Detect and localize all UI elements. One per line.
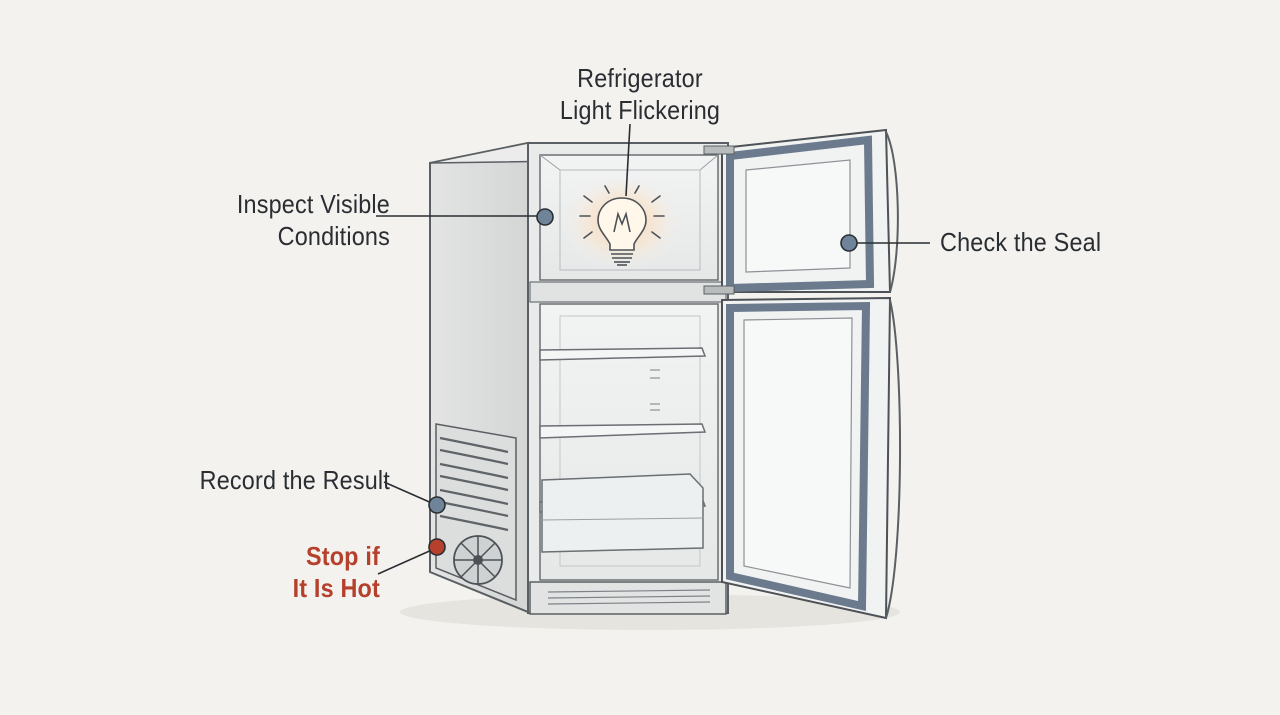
compartment-divider	[529, 281, 727, 303]
stop-line-1: Stop if	[305, 541, 380, 571]
freezer-door	[721, 128, 899, 293]
light-rays	[579, 185, 665, 239]
seal-marker	[840, 234, 858, 252]
inspect-marker	[536, 208, 554, 226]
inspect-callout: Inspect Visible Conditions	[174, 188, 390, 252]
fridge-door	[721, 296, 902, 620]
record-marker	[428, 496, 446, 514]
stop-callout: Stop if It Is Hot	[209, 540, 380, 604]
title-line-1: Refrigerator	[577, 63, 703, 93]
record-line-1: Record the Result	[199, 465, 390, 495]
seal-line-1: Check the Seal	[940, 227, 1102, 257]
seal-callout: Check the Seal	[940, 226, 1138, 258]
inspect-line-1: Inspect Visible	[236, 189, 390, 219]
stop-marker	[428, 538, 446, 556]
lightbulb-icon	[597, 197, 647, 266]
record-callout: Record the Result	[147, 464, 390, 496]
title-line-2: Light Flickering	[559, 95, 721, 125]
condenser-coils	[435, 423, 517, 602]
stop-line-2: It Is Hot	[292, 573, 380, 603]
diagram-title: Refrigerator Light Flickering	[532, 62, 748, 126]
callout-lines	[376, 123, 930, 575]
inspect-line-2: Conditions	[277, 221, 390, 251]
crisper-drawer	[541, 473, 704, 553]
